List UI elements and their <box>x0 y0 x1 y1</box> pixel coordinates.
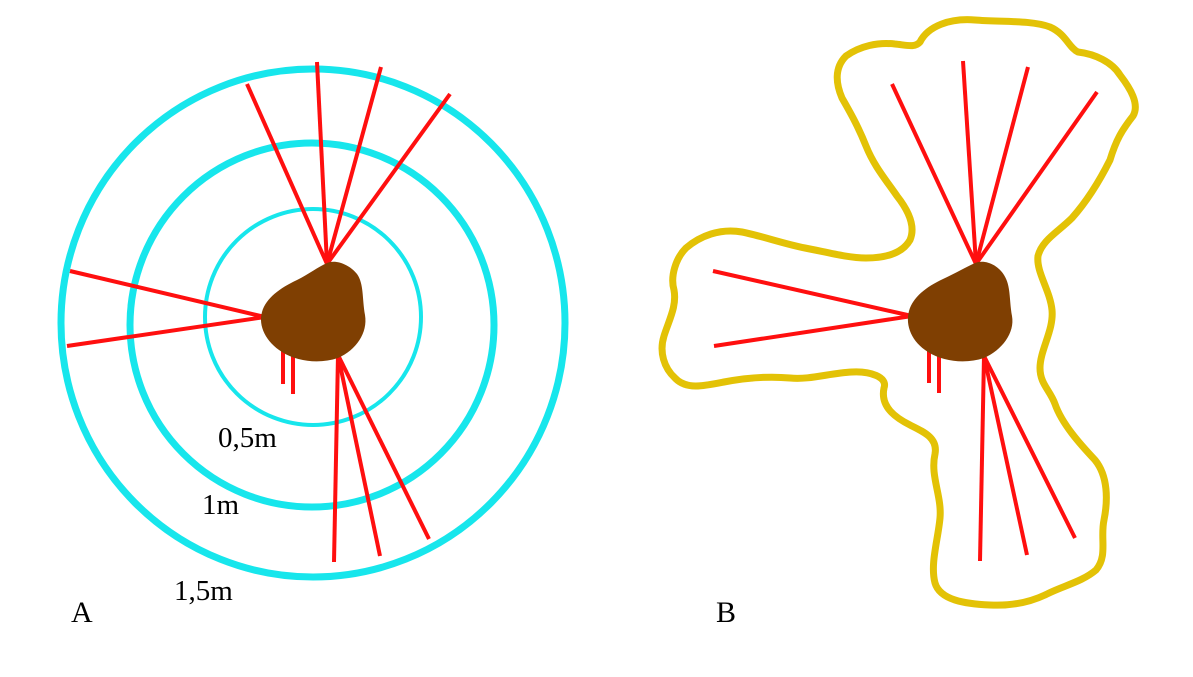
root-line <box>974 90 1099 266</box>
ring-1-5m <box>57 65 569 581</box>
ring-label-0-5m: 0,5m <box>218 422 277 454</box>
panel-label-b: B <box>716 596 736 629</box>
root-line <box>315 61 329 265</box>
root-line <box>974 66 1030 265</box>
root-line <box>961 60 978 265</box>
distance-rings <box>57 65 569 581</box>
ring-label-1m: 1m <box>202 489 240 521</box>
root-line <box>325 66 383 265</box>
root-line <box>245 83 329 265</box>
root-line <box>332 354 340 563</box>
root-line <box>890 83 978 265</box>
root-line <box>66 315 266 348</box>
ring-1m <box>126 139 498 511</box>
panel-label-a: A <box>71 596 93 629</box>
root-zone-outline <box>658 16 1139 609</box>
root-line <box>69 269 266 319</box>
root-line <box>336 354 431 540</box>
root-line <box>325 92 452 266</box>
ring-0-5m <box>203 207 423 427</box>
stone-a <box>260 261 366 362</box>
panel-a: 0,5m 1m 1,5m A <box>57 61 569 629</box>
roots-b <box>712 60 1099 562</box>
stone-b <box>907 261 1013 362</box>
roots-a <box>66 61 452 563</box>
root-line <box>713 314 913 348</box>
root-line <box>712 269 913 318</box>
root-line <box>336 354 382 557</box>
root-line <box>978 355 986 562</box>
root-line <box>982 355 1077 539</box>
ring-label-1-5m: 1,5m <box>174 575 233 607</box>
panel-b: B <box>658 16 1139 629</box>
root-line <box>982 355 1029 556</box>
